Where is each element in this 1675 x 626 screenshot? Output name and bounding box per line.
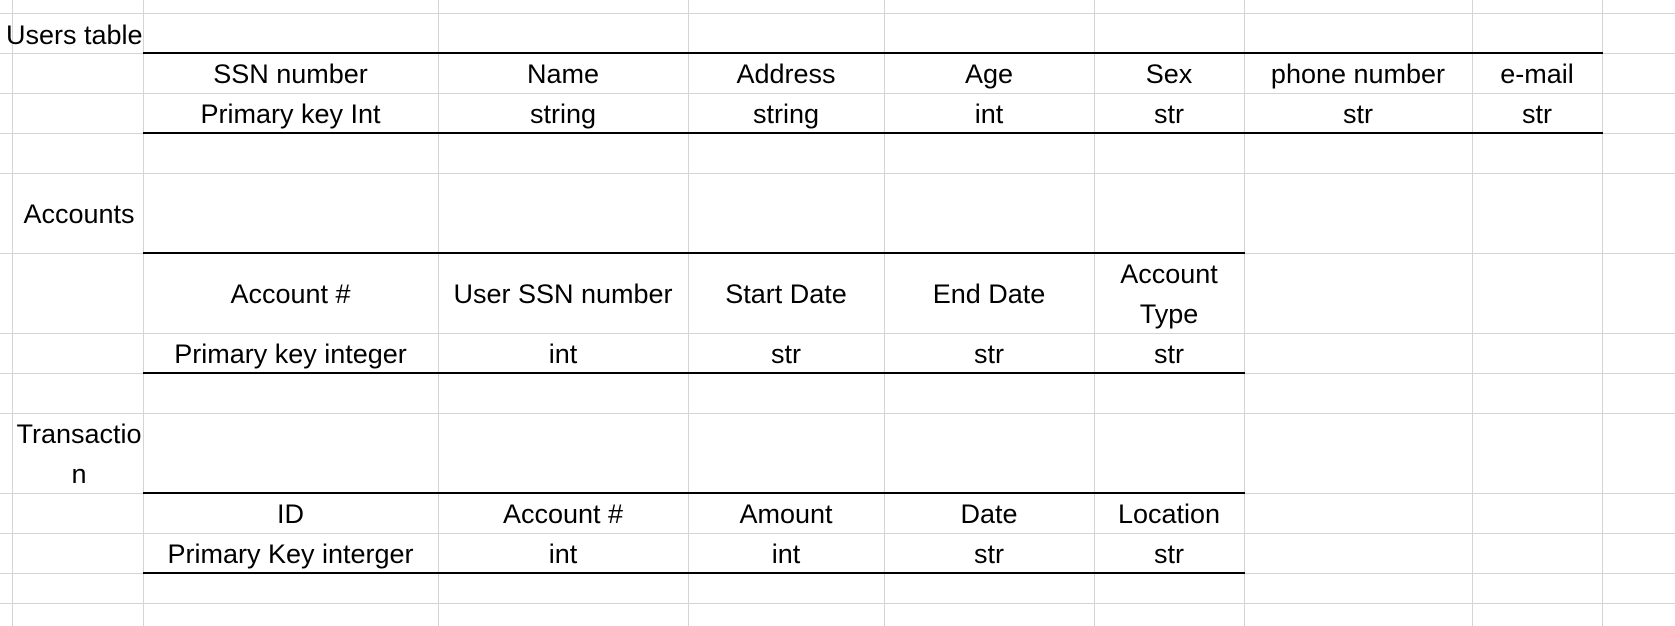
transaction-table-bottom-border	[143, 572, 1245, 574]
accounts-header-cell[interactable]: End Date	[932, 279, 1046, 309]
transaction-title[interactable]: Transaction	[16, 419, 142, 489]
accounts-header-cell[interactable]: User SSN number	[453, 279, 673, 309]
gridline	[1602, 0, 1603, 626]
users-table-top-border	[143, 52, 1603, 54]
accounts-table-top-border	[143, 252, 1245, 254]
users-header-cell[interactable]: phone number	[1270, 59, 1446, 89]
users-table-bottom-border	[143, 132, 1603, 134]
users-header-cell[interactable]: Name	[526, 59, 600, 89]
accounts-header-cell[interactable]: Account Type	[1120, 259, 1218, 329]
accounts-type-cell[interactable]: Primary key integer	[174, 339, 407, 369]
users-type-cell[interactable]: str	[1343, 99, 1373, 129]
gridline	[438, 0, 439, 626]
gridline	[0, 603, 1675, 604]
gridline	[688, 0, 689, 626]
transaction-type-cell[interactable]: int	[771, 539, 801, 569]
gridline	[1244, 0, 1245, 626]
accounts-table-bottom-border	[143, 372, 1245, 374]
transaction-header-cell[interactable]: Location	[1117, 499, 1221, 529]
transaction-table-top-border	[143, 492, 1245, 494]
gridline	[0, 333, 1675, 334]
users-header-cell[interactable]: Address	[736, 59, 836, 89]
accounts-header-cell[interactable]: Start Date	[725, 279, 847, 309]
gridline	[0, 413, 1675, 414]
gridline	[143, 0, 144, 626]
gridline	[0, 173, 1675, 174]
gridline	[0, 93, 1675, 94]
gridline	[0, 13, 1675, 14]
users-header-cell[interactable]: Sex	[1145, 59, 1193, 89]
accounts-type-cell[interactable]: str	[1154, 339, 1184, 369]
users-header-cell[interactable]: e-mail	[1500, 59, 1574, 89]
accounts-type-cell[interactable]: str	[974, 339, 1004, 369]
users-header-cell[interactable]: SSN number	[213, 59, 368, 89]
accounts-type-cell[interactable]: str	[771, 339, 801, 369]
transaction-type-cell[interactable]: int	[548, 539, 578, 569]
accounts-type-cell[interactable]: int	[548, 339, 578, 369]
transaction-type-cell[interactable]: str	[1154, 539, 1184, 569]
gridline	[884, 0, 885, 626]
gridline	[1472, 0, 1473, 626]
transaction-header-cell[interactable]: Amount	[739, 499, 833, 529]
accounts-header-cell[interactable]: Account #	[230, 279, 351, 309]
users-type-cell[interactable]: str	[1154, 99, 1184, 129]
transaction-header-cell[interactable]: ID	[277, 499, 304, 529]
transaction-type-cell[interactable]: Primary Key interger	[167, 539, 414, 569]
accounts-title[interactable]: Accounts	[23, 199, 135, 229]
users-type-cell[interactable]: str	[1522, 99, 1552, 129]
users-type-cell[interactable]: string	[752, 99, 820, 129]
transaction-type-cell[interactable]: str	[974, 539, 1004, 569]
gridline	[12, 0, 13, 626]
users-type-cell[interactable]: int	[974, 99, 1004, 129]
users-type-cell[interactable]: string	[529, 99, 597, 129]
users-header-cell[interactable]: Age	[964, 59, 1014, 89]
users-table-title[interactable]: Users table	[6, 20, 143, 50]
gridline	[1094, 0, 1095, 626]
transaction-header-cell[interactable]: Account #	[502, 499, 624, 529]
transaction-header-cell[interactable]: Date	[960, 499, 1018, 529]
gridline	[0, 533, 1675, 534]
users-type-cell[interactable]: Primary key Int	[200, 99, 381, 129]
